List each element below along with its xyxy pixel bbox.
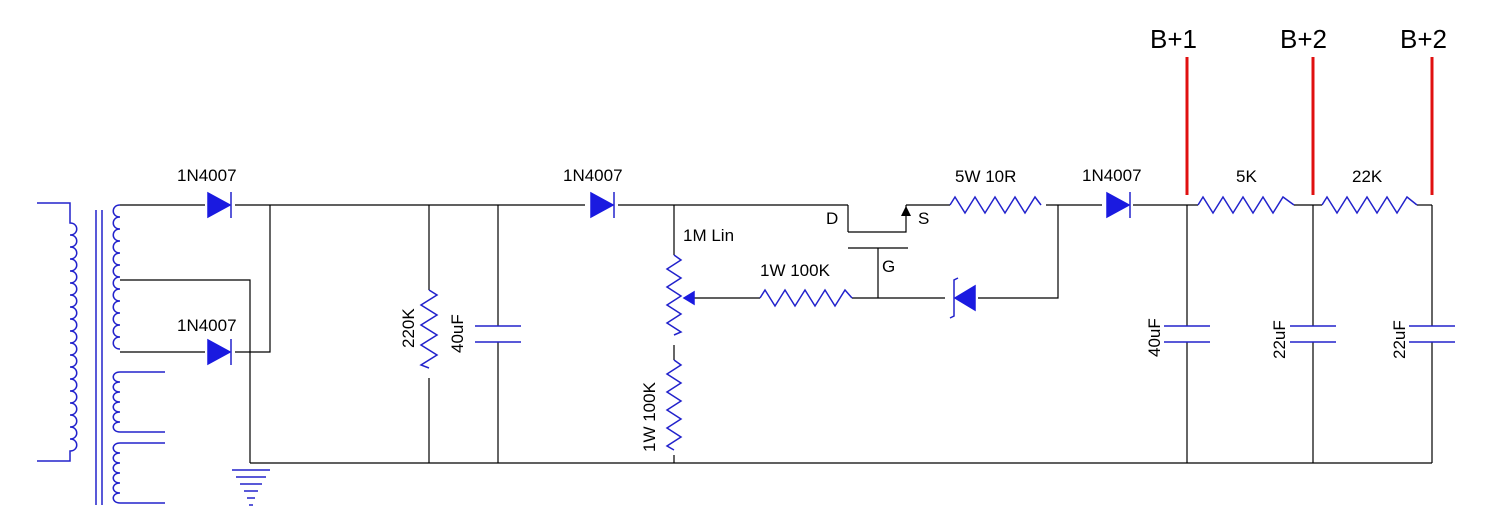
ground-symbol: [232, 469, 270, 506]
label-1w-100k-lower: 1W 100K: [640, 381, 659, 452]
resistor-22k: [1321, 195, 1418, 215]
resistor-5k: [1197, 195, 1295, 215]
resistor-220k: [419, 289, 439, 369]
label-5w-10r: 5W 10R: [955, 167, 1016, 186]
label-22uf-b: 22uF: [1390, 320, 1409, 359]
label-gate: G: [882, 257, 895, 276]
diode-d3: [590, 191, 615, 219]
pot-wiper-arrow: [682, 290, 695, 306]
potentiometer-1m: [665, 254, 683, 336]
label-d1: 1N4007: [177, 166, 237, 185]
label-source: S: [918, 209, 929, 228]
capacitor-40uf-output: [1164, 325, 1210, 343]
label-5k: 5K: [1236, 167, 1257, 186]
label-d4: 1N4007: [1082, 166, 1142, 185]
label-220k: 220K: [399, 308, 418, 348]
label-40uf-input: 40uF: [448, 314, 467, 353]
hv-secondary-winding: [112, 204, 121, 350]
label-pot: 1M Lin: [683, 226, 734, 245]
capacitor-22uf-b: [1409, 325, 1455, 343]
label-drain: D: [826, 209, 838, 228]
resistor-5w-10r: [949, 195, 1042, 215]
capacitor-40uf-input: [475, 325, 521, 343]
primary-winding: [37, 202, 78, 462]
zener-diode: [949, 277, 976, 319]
label-bplus2-b: B+2: [1400, 24, 1447, 54]
label-22k: 22K: [1352, 167, 1383, 186]
resistor-1w-100k-gate: [759, 288, 853, 308]
label-bplus2-a: B+2: [1280, 24, 1327, 54]
capacitor-22uf-a: [1290, 325, 1336, 343]
mosfet: [848, 206, 911, 249]
label-bplus1: B+1: [1150, 24, 1197, 54]
diode-d1: [207, 191, 232, 219]
transformer: [37, 202, 165, 505]
heater-winding-2: [112, 442, 121, 504]
wiring: [120, 204, 1433, 464]
heater-winding-1: [112, 371, 121, 433]
resistor-1w-100k-lower: [665, 359, 683, 451]
diode-d4: [1106, 191, 1131, 219]
label-d3: 1N4007: [563, 166, 623, 185]
diode-d2: [207, 338, 232, 366]
label-40uf-output: 40uF: [1145, 318, 1164, 357]
label-d2: 1N4007: [177, 316, 237, 335]
label-1w-100k-gate: 1W 100K: [760, 261, 831, 280]
label-22uf-a: 22uF: [1270, 320, 1289, 359]
